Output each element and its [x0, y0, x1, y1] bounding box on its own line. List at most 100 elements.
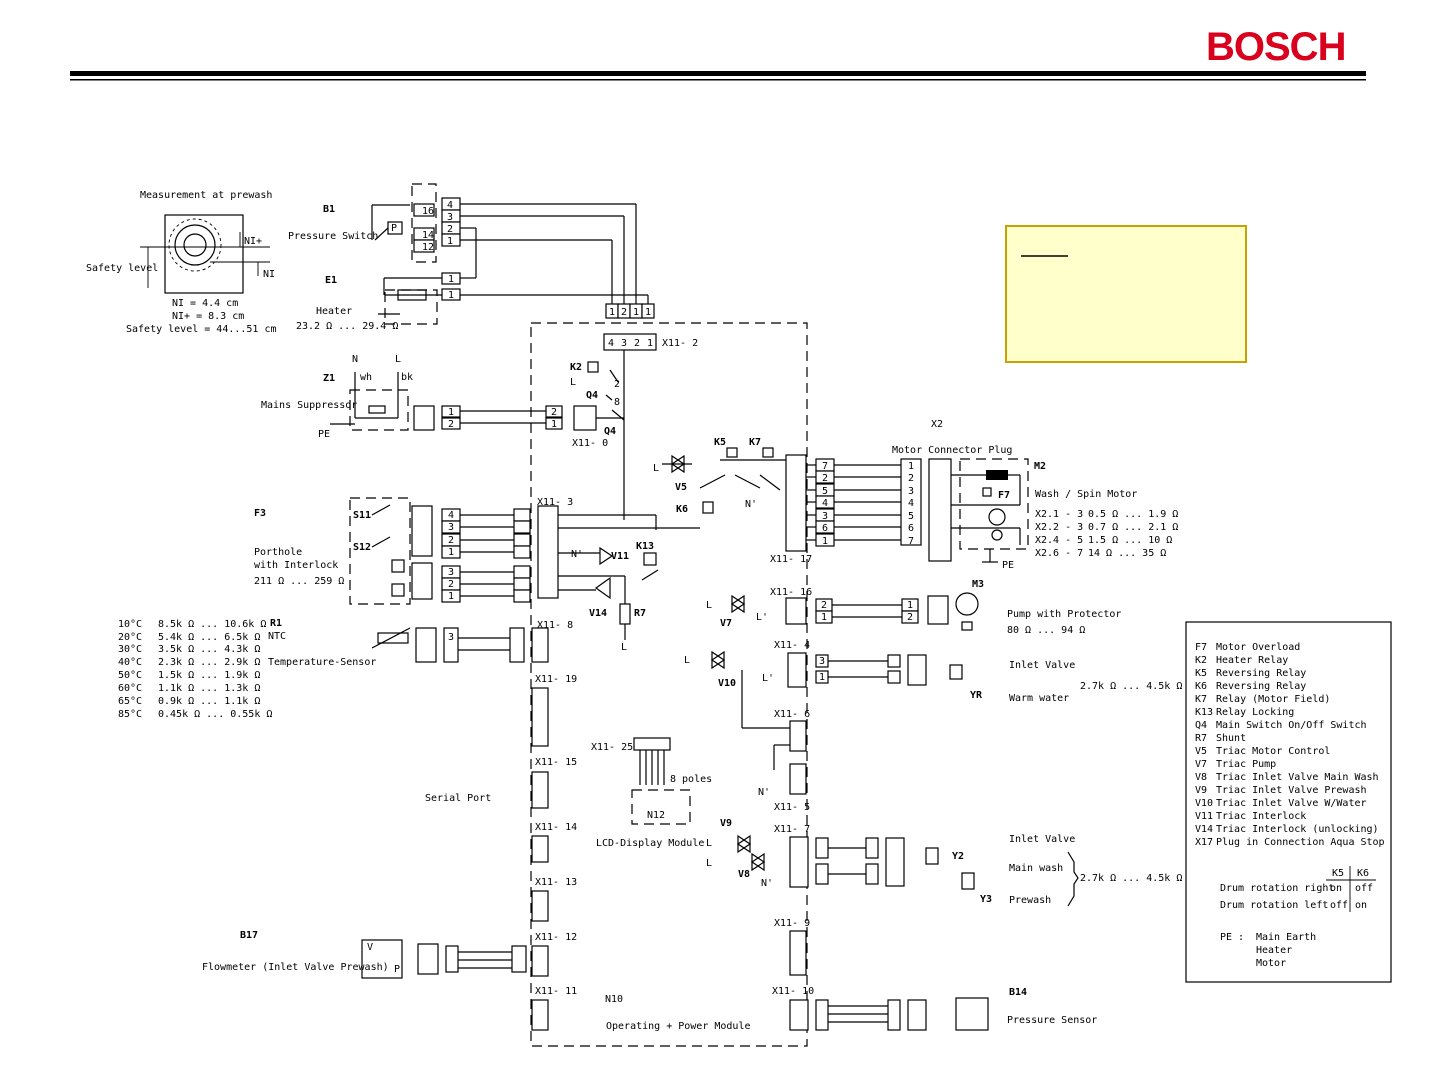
svg-text:X11- 8: X11- 8	[537, 620, 573, 631]
svg-text:Triac Inlet Valve Prewash: Triac Inlet Valve Prewash	[1216, 785, 1367, 796]
svg-text:Relay Locking: Relay Locking	[1216, 707, 1294, 718]
svg-text:60°C: 60°C	[118, 683, 142, 694]
svg-text:NTC: NTC	[268, 631, 286, 642]
svg-text:0.5 Ω ... 1.9 Ω: 0.5 Ω ... 1.9 Ω	[1088, 509, 1178, 520]
svg-text:0.9k Ω ... 1.1k Ω: 0.9k Ω ... 1.1k Ω	[158, 696, 260, 707]
svg-text:Wash / Spin Motor: Wash / Spin Motor	[1035, 489, 1137, 500]
svg-text:X17: X17	[1195, 837, 1213, 848]
svg-text:K13: K13	[1195, 707, 1213, 718]
svg-text:Z1: Z1	[323, 373, 335, 384]
svg-text:V11: V11	[611, 551, 629, 562]
connectors-x11-6-x11-5: X11- 6 N' X11- 5	[741, 670, 810, 813]
svg-text:Motor: Motor	[1256, 958, 1286, 969]
svg-text:Motor Overload: Motor Overload	[1216, 642, 1300, 653]
measurement-title: Measurement at prewash	[140, 190, 272, 201]
svg-text:6: 6	[908, 523, 914, 534]
svg-text:Serial Port: Serial Port	[425, 793, 491, 804]
svg-text:65°C: 65°C	[118, 696, 142, 707]
svg-text:on: on	[1330, 883, 1342, 894]
connectors-x11-19-x11-15: X11- 19 X11- 15 Serial Port	[425, 674, 577, 809]
svg-text:Triac Motor Control: Triac Motor Control	[1216, 746, 1330, 757]
svg-text:2: 2	[551, 407, 557, 418]
svg-text:K6: K6	[1195, 681, 1207, 692]
relay-k2-switch-q4: K2 L 2 Q4 8 Q4	[570, 350, 625, 520]
svg-text:X2.4 - 5: X2.4 - 5	[1035, 535, 1083, 546]
svg-text:N': N'	[745, 499, 757, 510]
svg-text:4: 4	[822, 498, 828, 509]
svg-text:K7: K7	[749, 437, 761, 448]
svg-text:K13: K13	[636, 541, 654, 552]
svg-text:K2: K2	[570, 362, 582, 373]
bosch-logo: BOSCH	[1206, 25, 1345, 69]
svg-text:with Interlock: with Interlock	[254, 560, 338, 571]
svg-text:50°C: 50°C	[118, 670, 142, 681]
svg-text:Main Switch On/Off Switch: Main Switch On/Off Switch	[1216, 720, 1367, 731]
svg-text:3: 3	[447, 212, 453, 223]
svg-text:Y3: Y3	[980, 894, 992, 905]
svg-text:X2: X2	[931, 419, 943, 430]
svg-text:Y2: Y2	[952, 851, 964, 862]
svg-text:V: V	[367, 942, 373, 953]
svg-text:V14: V14	[589, 608, 607, 619]
lcd-display-module-n12: X11- 25 8 poles N12 LCD-Display Module	[591, 737, 712, 849]
svg-text:1: 1	[819, 672, 825, 683]
connector-x11-9	[789, 930, 807, 976]
svg-text:8 poles: 8 poles	[670, 774, 712, 785]
svg-text:V7: V7	[1195, 759, 1207, 770]
svg-text:3: 3	[448, 632, 454, 643]
x11-9-label: X11- 9	[774, 918, 810, 929]
svg-text:bk: bk	[401, 372, 413, 383]
svg-text:8.5k Ω ... 10.6k Ω: 8.5k Ω ... 10.6k Ω	[158, 619, 266, 630]
svg-text:K5: K5	[714, 437, 726, 448]
svg-text:V10: V10	[1195, 798, 1213, 809]
svg-text:K5: K5	[1195, 668, 1207, 679]
svg-text:Drum rotation right: Drum rotation right	[1220, 883, 1334, 894]
svg-text:Triac Inlet Valve W/Water: Triac Inlet Valve W/Water	[1216, 798, 1367, 809]
svg-text:1: 1	[822, 536, 828, 547]
svg-text:Reversing Relay: Reversing Relay	[1216, 668, 1306, 679]
svg-text:off: off	[1330, 900, 1348, 911]
svg-text:K5: K5	[1332, 868, 1344, 879]
svg-text:5: 5	[908, 511, 914, 522]
svg-text:211 Ω ... 259 Ω: 211 Ω ... 259 Ω	[254, 576, 344, 587]
svg-text:Q4: Q4	[1195, 720, 1207, 731]
svg-text:L: L	[653, 463, 659, 474]
svg-text:X2.6 - 7: X2.6 - 7	[1035, 548, 1083, 559]
svg-text:5: 5	[822, 486, 828, 497]
svg-text:1.5k Ω ... 1.9k Ω: 1.5k Ω ... 1.9k Ω	[158, 670, 260, 681]
svg-text:Triac Inlet Valve Main Wash: Triac Inlet Valve Main Wash	[1216, 772, 1379, 783]
svg-text:YR: YR	[970, 690, 983, 701]
svg-text:V5: V5	[1195, 746, 1207, 757]
svg-text:16: 16	[422, 206, 434, 217]
svg-text:F7: F7	[998, 490, 1010, 501]
svg-text:85°C: 85°C	[118, 709, 142, 720]
svg-text:V9: V9	[720, 818, 732, 829]
svg-text:2: 2	[614, 379, 620, 390]
temperature-sensor-r1: R1 NTC Temperature-Sensor 3 X11- 8	[268, 618, 573, 668]
svg-text:L: L	[621, 642, 627, 653]
svg-text:Inlet Valve: Inlet Valve	[1009, 834, 1075, 845]
svg-text:23.2 Ω ... 29.4 Ω: 23.2 Ω ... 29.4 Ω	[296, 321, 398, 332]
svg-text:2: 2	[448, 419, 454, 430]
svg-text:N': N'	[758, 787, 770, 798]
legend-box	[1185, 621, 1392, 983]
ni-label: NI	[263, 269, 275, 280]
svg-text:R7: R7	[1195, 733, 1207, 744]
svg-text:Q4: Q4	[604, 426, 616, 437]
svg-text:Drum rotation left: Drum rotation left	[1220, 900, 1328, 911]
svg-text:V14: V14	[1195, 824, 1213, 835]
svg-text:Reversing Relay: Reversing Relay	[1216, 681, 1306, 692]
svg-text:1: 1	[908, 461, 914, 472]
svg-text:Pump with Protector: Pump with Protector	[1007, 609, 1121, 620]
svg-text:14: 14	[422, 230, 434, 241]
ni-plus-value: NI+ = 8.3 cm	[172, 311, 244, 322]
svg-text:1: 1	[448, 290, 454, 301]
svg-text:P: P	[394, 964, 400, 975]
svg-text:V10: V10	[718, 678, 736, 689]
svg-text:L: L	[706, 838, 712, 849]
svg-text:4: 4	[447, 200, 453, 211]
svg-text:V7: V7	[720, 618, 732, 629]
svg-text:Relay (Motor Field): Relay (Motor Field)	[1216, 694, 1330, 705]
